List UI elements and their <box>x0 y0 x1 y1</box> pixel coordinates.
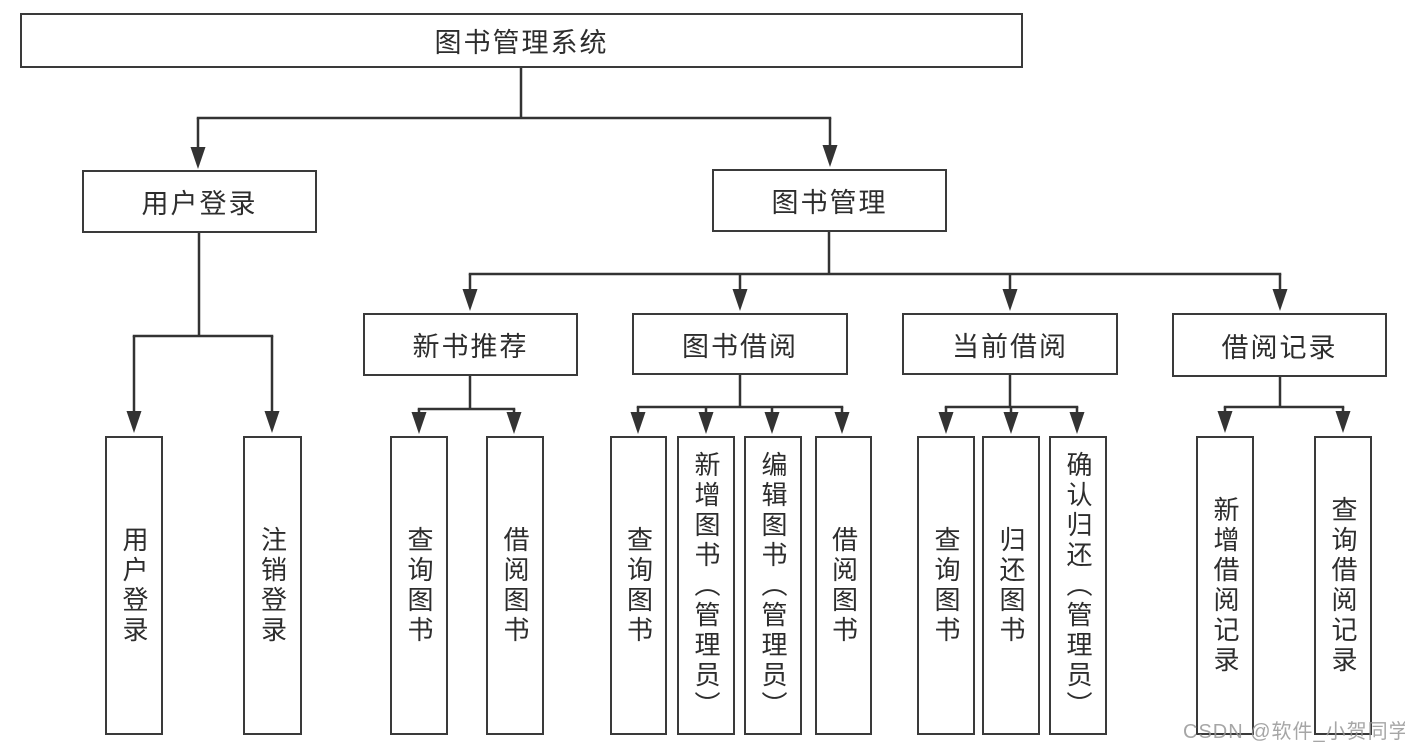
leaf-edit-books-admin: 编辑图书（管理员） <box>744 436 802 735</box>
leaf-label: 查询图书 <box>931 525 961 646</box>
leaf-label: 新增借阅记录 <box>1210 495 1240 676</box>
node-current-borrowing: 当前借阅 <box>902 313 1118 375</box>
node-label: 当前借阅 <box>952 331 1068 362</box>
node-label: 借阅记录 <box>1221 332 1338 363</box>
node-book-management: 图书管理 <box>712 169 947 232</box>
leaf-query-books-borrow: 查询图书 <box>610 436 667 735</box>
leaf-label: 借阅图书 <box>828 525 859 646</box>
leaf-label: 查询图书 <box>623 525 654 646</box>
node-library-management-system: 图书管理系统 <box>20 13 1023 68</box>
leaf-label: 归还图书 <box>996 525 1026 646</box>
leaf-label: 借阅图书 <box>500 525 530 646</box>
leaf-confirm-return-admin: 确认归还（管理员） <box>1049 436 1107 735</box>
node-book-borrowing: 图书借阅 <box>632 313 848 375</box>
leaf-label: 编辑图书（管理员） <box>758 450 788 721</box>
node-label: 图书借阅 <box>682 331 798 362</box>
leaf-add-borrow-record: 新增借阅记录 <box>1196 436 1254 735</box>
csdn-watermark: CSDN @软件_小贺同学 <box>1183 721 1405 743</box>
node-borrowing-records: 借阅记录 <box>1172 313 1387 377</box>
leaf-logout-login: 注销登录 <box>243 436 302 735</box>
leaf-borrow-books-recommend: 借阅图书 <box>486 436 544 735</box>
leaf-label: 注销登录 <box>257 525 288 646</box>
node-label: 图书管理系统 <box>434 28 609 58</box>
leaf-query-books-recommend: 查询图书 <box>390 436 448 735</box>
leaf-query-books-current: 查询图书 <box>917 436 975 735</box>
leaf-label: 新增图书（管理员） <box>691 450 721 721</box>
leaf-add-books-admin: 新增图书（管理员） <box>677 436 735 735</box>
node-label: 用户登录 <box>141 189 258 219</box>
leaf-label: 确认归还（管理员） <box>1063 450 1093 721</box>
leaf-borrow-books: 借阅图书 <box>815 436 872 735</box>
leaf-label: 用户登录 <box>119 525 149 646</box>
leaf-label: 查询图书 <box>404 525 434 646</box>
leaf-label: 查询借阅记录 <box>1328 495 1358 676</box>
node-label: 图书管理 <box>771 188 888 218</box>
leaf-query-borrow-record: 查询借阅记录 <box>1314 436 1372 735</box>
node-new-book-recommendation: 新书推荐 <box>363 313 578 376</box>
node-user-login: 用户登录 <box>82 170 317 233</box>
node-label: 新书推荐 <box>412 332 529 362</box>
leaf-return-books: 归还图书 <box>982 436 1040 735</box>
leaf-user-login: 用户登录 <box>105 436 163 735</box>
